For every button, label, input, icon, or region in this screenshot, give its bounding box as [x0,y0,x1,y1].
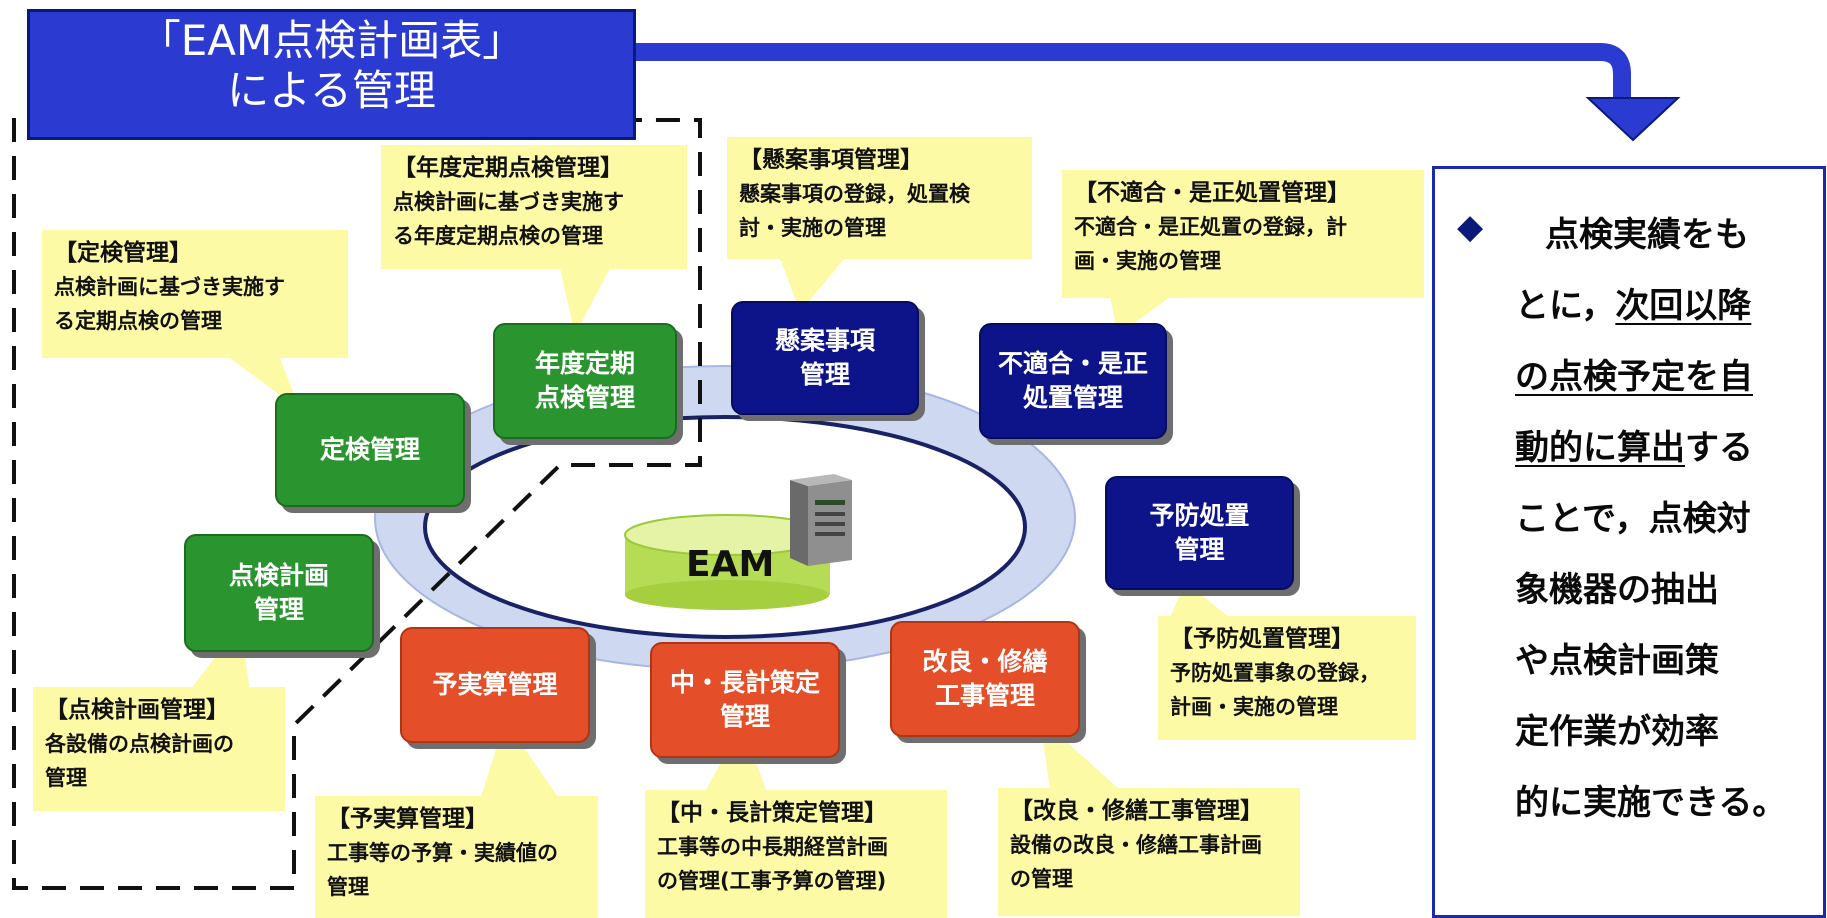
result-text: とに， [1515,286,1616,326]
node-label: 点検計画 [228,561,329,590]
node-futekigo: 不適合・是正 処置管理 [979,323,1167,439]
node-yobo: 予防処置 管理 [1105,476,1294,590]
result-text: する [1685,428,1753,468]
note-line: 工事等の予算・実績値の [327,841,558,865]
result-line-8: 定作業が効率 [1515,712,1719,752]
note-yobo: 【予防処置管理】 予防処置事象の登録， 計画・実施の管理 [1158,616,1416,740]
note-line: 管理 [327,875,369,899]
node-label: 年度定期 [534,349,635,378]
node-label: 改良・修繕 [922,647,1048,676]
note-line: 点検計画に基づき実施す [54,275,285,299]
note-title: 【改良・修繕工事管理】 [1010,798,1263,824]
note-title: 【点検計画管理】 [45,697,229,723]
flow-arrow [630,43,1631,98]
node-label: 管理 [253,595,304,624]
callout-pointer [1170,582,1230,618]
flow-arrow-head [1585,97,1681,142]
result-emphasis: 動的に算出 [1515,428,1685,468]
note-title: 【予防処置管理】 [1170,626,1354,652]
note-chucho: 【中・長計策定管理】 工事等の中長期経営計画 の管理(工事予算の管理) [645,790,947,918]
note-title: 【定検管理】 [54,240,192,266]
result-line-3: の点検予定を自 [1515,357,1753,397]
node-label: 中・長計策定 [669,668,820,697]
note-line: の管理 [1010,867,1073,891]
note-line: 設備の改良・修繕工事計画 [1010,833,1262,857]
note-line: 懸案事項の登録，処置検 [739,182,970,206]
node-label: 工事管理 [934,681,1035,710]
note-title: 【年度定期点検管理】 [393,155,623,181]
title-box: 「EAM点検計画表」 による管理 [27,9,636,140]
node-kairyo: 改良・修繕 工事管理 [890,621,1080,737]
result-line-2: とに，次回以降 [1515,278,1751,327]
result-box: ◆ 点検実績をも とに，次回以降 の点検予定を自 動的に算出する ことで，点検対… [1432,166,1826,918]
note-line: 点検計画に基づき実施す [393,190,624,214]
node-kenan: 懸案事項 管理 [731,301,919,415]
title-line-1: 「EAM点検計画表」 [138,16,525,65]
node-label: 管理 [799,360,850,389]
result-line-5: ことで，点検対 [1515,499,1751,539]
note-title: 【予実算管理】 [327,806,488,832]
note-teiken: 【定検管理】 点検計画に基づき実施す る定期点検の管理 [42,230,348,358]
note-title: 【中・長計策定管理】 [657,800,887,826]
node-label: 予実算管理 [432,670,558,699]
node-chucho: 中・長計策定 管理 [650,642,840,758]
note-line: る年度定期点検の管理 [393,224,603,248]
note-futekigo: 【不適合・是正処置管理】 不適合・是正処置の登録，計 画・実施の管理 [1062,170,1424,298]
note-tenken: 【点検計画管理】 各設備の点検計画の 管理 [33,687,285,811]
result-line-4: 動的に算出する [1515,420,1753,469]
note-line: 管理 [45,766,87,790]
node-label: 処置管理 [1022,383,1123,412]
node-label: 懸案事項 [774,326,875,355]
node-label: 管理 [1174,535,1225,564]
server-icon [790,474,852,566]
title-line-2: による管理 [227,66,436,115]
node-nendo: 年度定期 点検管理 [493,323,677,439]
node-tenken: 点検計画 管理 [184,534,374,652]
note-yojitsu: 【予実算管理】 工事等の予算・実績値の 管理 [315,796,598,918]
note-line: 工事等の中長期経営計画 [657,835,888,859]
note-line: 各設備の点検計画の [45,732,234,756]
note-line: 画・実施の管理 [1074,249,1221,273]
note-line: る定期点検の管理 [54,309,222,333]
note-nendo: 【年度定期点検管理】 点検計画に基づき実施す る年度定期点検の管理 [381,145,687,269]
node-label: 定検管理 [319,435,420,464]
note-line: 不適合・是正処置の登録，計 [1074,215,1347,239]
result-emphasis: 次回以降 [1615,286,1752,326]
eam-label: EAM [686,544,775,585]
dashed-boundary [12,118,702,890]
callout-pointer [780,258,845,312]
node-label: 点検管理 [534,383,635,412]
note-line: 予防処置事象の登録， [1170,661,1380,685]
callout-pointer [560,268,610,335]
callout-pointer [700,725,770,800]
note-title: 【懸案事項管理】 [739,147,923,173]
node-teiken: 定検管理 [275,393,465,507]
node-label: 管理 [719,702,770,731]
note-line: 討・実施の管理 [739,216,886,240]
note-line: の管理(工事予算の管理) [657,869,887,893]
note-title: 【不適合・是正処置管理】 [1074,180,1350,206]
note-line: 計画・実施の管理 [1170,695,1338,719]
note-kenan: 【懸案事項管理】 懸案事項の登録，処置検 討・実施の管理 [727,137,1032,259]
result-line-9: 的に実施できる。 [1515,783,1787,823]
node-label: 予防処置 [1149,501,1250,530]
result-line-1: 点検実績をも [1545,215,1749,255]
node-yojitsu: 予実算管理 [400,627,590,743]
result-line-6: 象機器の抽出 [1515,570,1719,610]
note-kairyo: 【改良・修繕工事管理】 設備の改良・修繕工事計画 の管理 [998,788,1300,916]
result-line-7: や点検計画策 [1515,641,1719,681]
node-label: 不適合・是正 [997,349,1148,378]
result-bullet: ◆ [1457,207,1484,247]
